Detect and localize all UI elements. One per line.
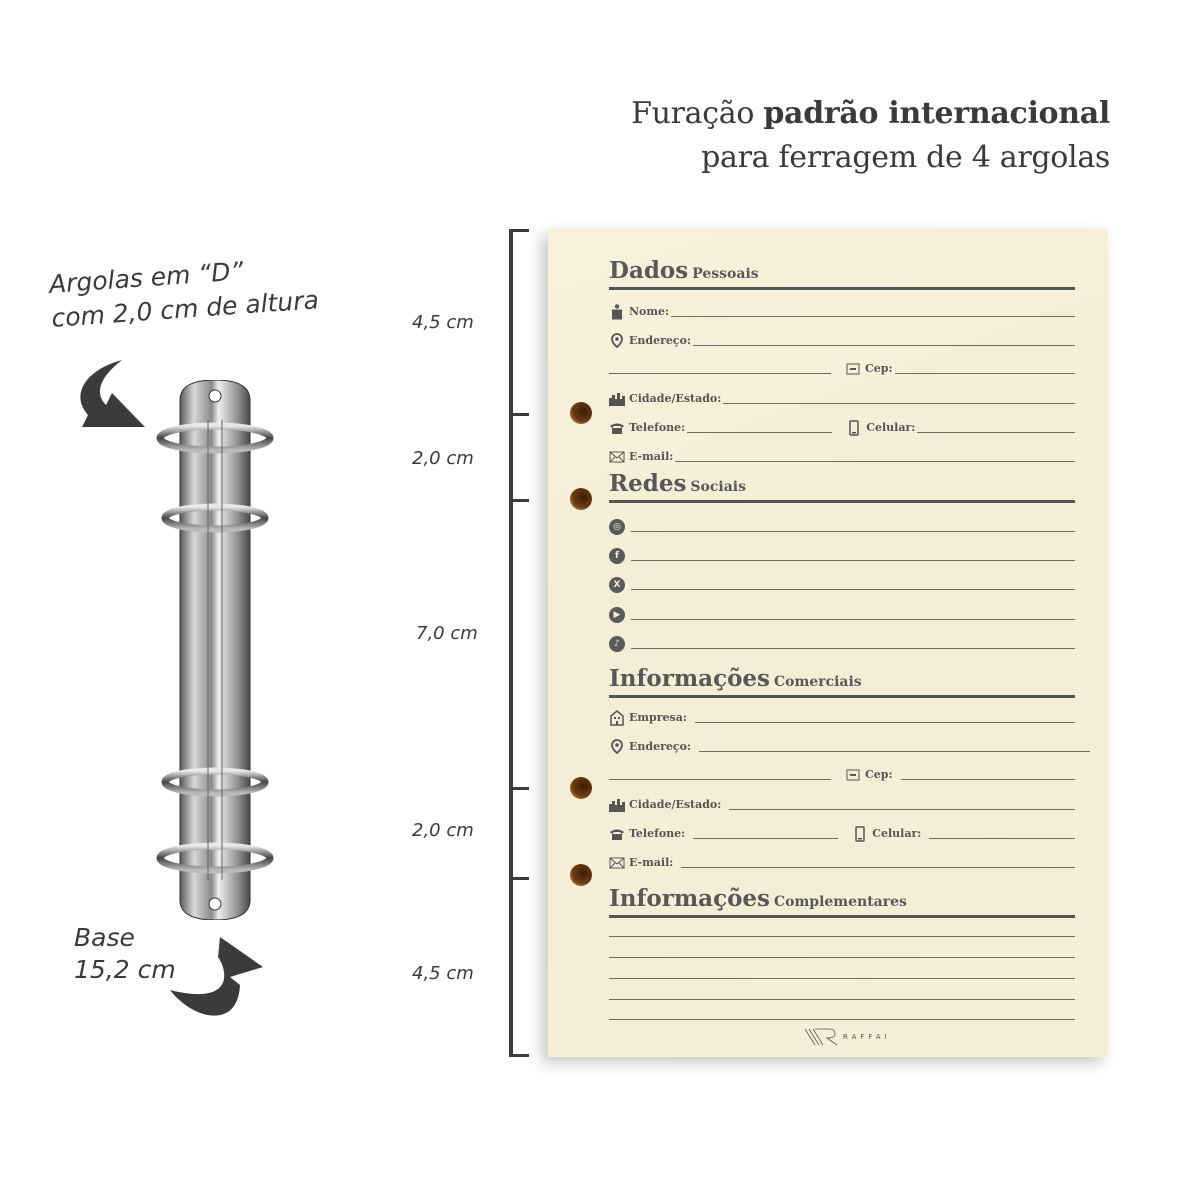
notes-line[interactable] [609, 936, 1075, 937]
measurement-label: 2,0 cm [412, 448, 474, 469]
rings-annotation: Argolas em “D” com 2,0 cm de altura [48, 256, 320, 333]
headline-line-1: Furação padrão internacional [631, 96, 1110, 131]
field-address[interactable]: Endereço: [609, 329, 1075, 349]
field-email[interactable]: E-mail: [609, 445, 1075, 465]
envelope-icon [609, 449, 625, 465]
field-name[interactable]: Nome: [609, 300, 1075, 320]
ruler-tick [509, 877, 529, 880]
ring-binder-mechanism [156, 380, 274, 920]
envelope-icon [609, 855, 625, 871]
punch-hole [570, 864, 592, 886]
base-annotation: Base 15,2 cm [74, 923, 176, 984]
tiktok-icon: ♪ [609, 636, 625, 652]
measurement-label: 7,0 cm [416, 623, 478, 644]
field-commercial-city[interactable]: Cidade/Estado: [609, 793, 1075, 813]
field-commercial-address-cep[interactable]: Cep: [609, 763, 1075, 783]
headline-line-2: para ferragem de 4 argolas [701, 140, 1110, 175]
social-youtube-line[interactable]: ▶ [609, 603, 1075, 623]
person-icon [609, 304, 625, 320]
brand-logo: RAFFAI [803, 1027, 891, 1047]
headline: Furação padrão internacional para ferrag… [631, 92, 1110, 180]
measurement-label: 2,0 cm [412, 820, 474, 841]
field-city[interactable]: Cidade/Estado: [609, 387, 1075, 407]
notes-line[interactable] [609, 978, 1075, 979]
curved-arrow-down-icon [80, 360, 145, 427]
ruler-tick [509, 1054, 529, 1057]
curved-arrow-up-icon [170, 937, 263, 1016]
mobile-phone-icon [852, 826, 868, 842]
youtube-icon: ▶ [609, 607, 625, 623]
location-pin-icon [609, 333, 625, 349]
measurement-label: 4,5 cm [412, 312, 474, 333]
field-phone-mobile[interactable]: Telefone: Celular: [609, 416, 1075, 436]
telephone-icon [609, 826, 625, 842]
mailbox-icon [845, 361, 861, 377]
ruler-tick [509, 787, 529, 790]
field-address-cep[interactable]: Cep: [609, 357, 1075, 377]
social-tiktok-line[interactable]: ♪ [609, 632, 1075, 652]
field-commercial-phone-mobile[interactable]: Telefone: Celular: [609, 822, 1075, 842]
punch-hole [570, 777, 592, 799]
ruler-tick [509, 413, 529, 416]
telephone-icon [609, 420, 625, 436]
ruler-bracket [509, 229, 513, 1057]
field-company[interactable]: Empresa: [609, 706, 1075, 726]
instagram-icon: ◎ [609, 519, 625, 535]
notes-line[interactable] [609, 1019, 1075, 1020]
facebook-icon: f [609, 548, 625, 564]
ruler-tick [509, 229, 529, 232]
social-x-line[interactable]: X [609, 573, 1075, 593]
punch-hole [570, 402, 592, 424]
field-commercial-address[interactable]: Endereço: [609, 735, 1090, 755]
measurement-label: 4,5 cm [412, 963, 474, 984]
city-icon [609, 797, 625, 813]
notes-line[interactable] [609, 957, 1075, 958]
social-instagram-line[interactable]: ◎ [609, 515, 1075, 535]
mobile-phone-icon [846, 420, 862, 436]
ruler-tick [509, 499, 529, 502]
social-facebook-line[interactable]: f [609, 544, 1075, 564]
field-commercial-email[interactable]: E-mail: [609, 851, 1075, 871]
x-twitter-icon: X [609, 577, 625, 593]
city-icon [609, 391, 625, 407]
notes-line[interactable] [609, 999, 1075, 1000]
punch-hole [570, 488, 592, 510]
mailbox-icon [845, 767, 861, 783]
location-pin-icon [609, 739, 625, 755]
raffai-monogram-icon [804, 1028, 838, 1046]
building-icon [609, 710, 625, 726]
